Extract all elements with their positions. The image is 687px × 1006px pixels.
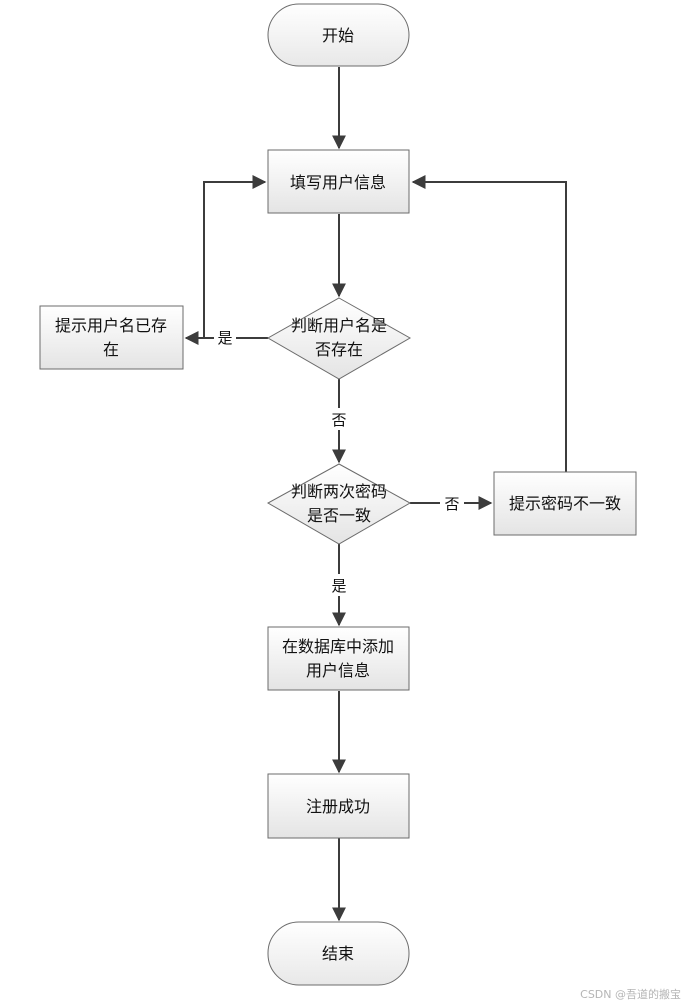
password-mismatch-node: 提示密码不一致 — [493, 471, 637, 536]
username-exists-node: 提示用户名已存 在 — [39, 305, 184, 370]
start-node: 开始 — [267, 3, 410, 67]
password-mismatch-node-label: 提示密码不一致 — [509, 494, 621, 513]
check-username-node: 判断用户名是 否存在 — [266, 297, 412, 380]
username-exists-node-label-line1: 提示用户名已存 — [55, 316, 167, 335]
check-password-node-label-line2: 是否一致 — [307, 506, 371, 525]
check-username-node-label-line1: 判断用户名是 — [291, 316, 387, 335]
end-node: 结束 — [267, 921, 410, 986]
start-node-label: 开始 — [322, 26, 354, 45]
arrow-username-exists-back-to-fill — [203, 175, 267, 338]
edge-label-password-yes: 是 — [331, 577, 346, 595]
check-username-node-label-line2: 否存在 — [315, 340, 363, 359]
register-success-node: 注册成功 — [267, 773, 410, 839]
check-password-node: 判断两次密码 是否一致 — [266, 463, 412, 545]
check-password-node-label-line1: 判断两次密码 — [291, 482, 387, 501]
add-to-db-node: 在数据库中添加 用户信息 — [267, 626, 410, 691]
add-to-db-node-label-line2: 用户信息 — [306, 661, 370, 680]
watermark: CSDN @吾道的搬宝 — [580, 988, 681, 1001]
fill-info-node-label: 填写用户信息 — [290, 173, 386, 192]
edge-label-password-no: 否 — [444, 495, 459, 513]
register-success-node-label: 注册成功 — [306, 797, 370, 816]
username-exists-node-label-line2: 在 — [103, 340, 119, 359]
end-node-label: 结束 — [322, 944, 354, 963]
fill-info-node: 填写用户信息 — [267, 149, 410, 214]
add-to-db-node-label-line1: 在数据库中添加 — [282, 637, 394, 656]
edge-label-username-yes: 是 — [217, 329, 232, 347]
arrow-mismatch-back-to-fill — [411, 175, 567, 472]
edge-label-username-no: 否 — [331, 411, 346, 429]
